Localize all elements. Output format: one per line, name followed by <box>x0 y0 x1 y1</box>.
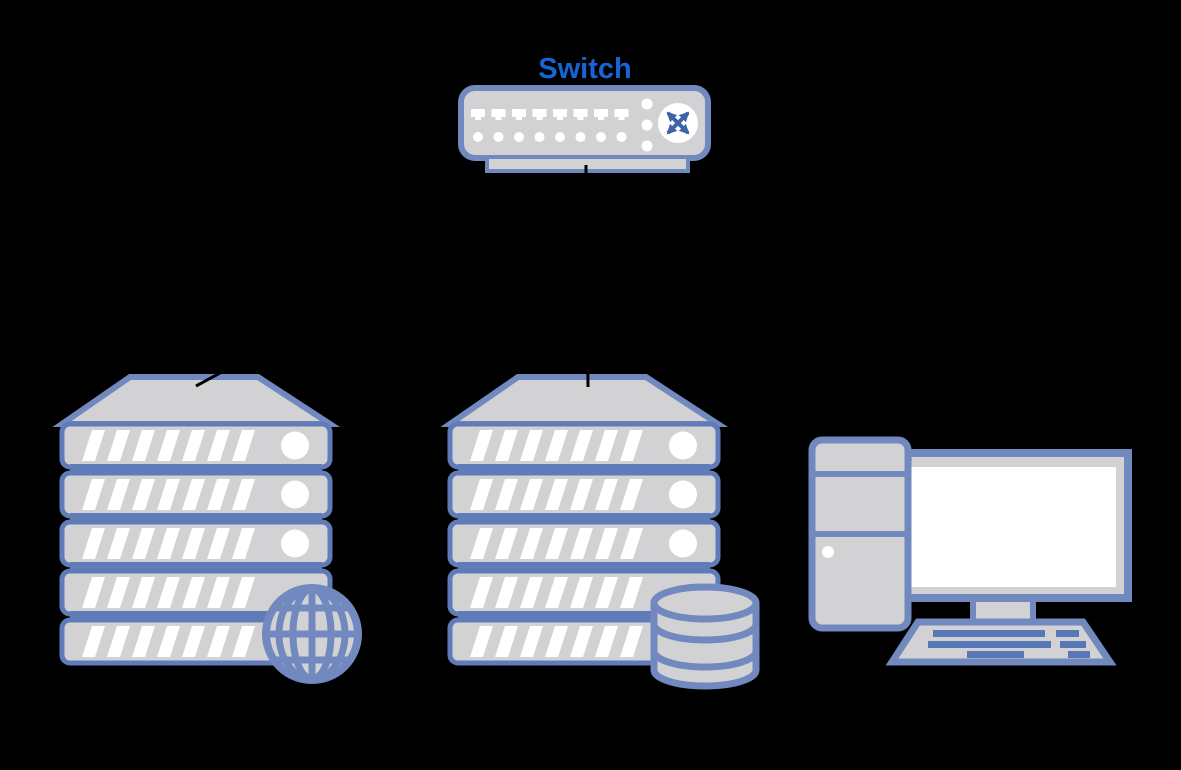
tower-case <box>808 436 912 632</box>
switch-led-row <box>473 132 627 142</box>
keyboard-keys <box>928 630 1090 658</box>
globe-icon <box>262 584 362 684</box>
server-rack-database <box>450 377 760 690</box>
workstation-node <box>585 173 1132 666</box>
monitor <box>871 449 1132 602</box>
monitor-screen <box>888 467 1116 587</box>
tower-power-button <box>822 546 834 558</box>
crossed-arrows-icon <box>658 103 698 143</box>
keyboard <box>885 618 1117 666</box>
connector-switch-to-web-rack <box>195 173 587 388</box>
server-rack-web <box>62 377 362 684</box>
connector-switch-to-db-rack <box>584 174 590 388</box>
connector-switch-to-workstation <box>585 173 912 463</box>
database-icon <box>650 583 760 690</box>
switch-node <box>458 85 711 173</box>
switch-status-dots <box>641 98 653 152</box>
switch-label: Switch <box>538 53 632 85</box>
connector-lines <box>195 165 590 388</box>
